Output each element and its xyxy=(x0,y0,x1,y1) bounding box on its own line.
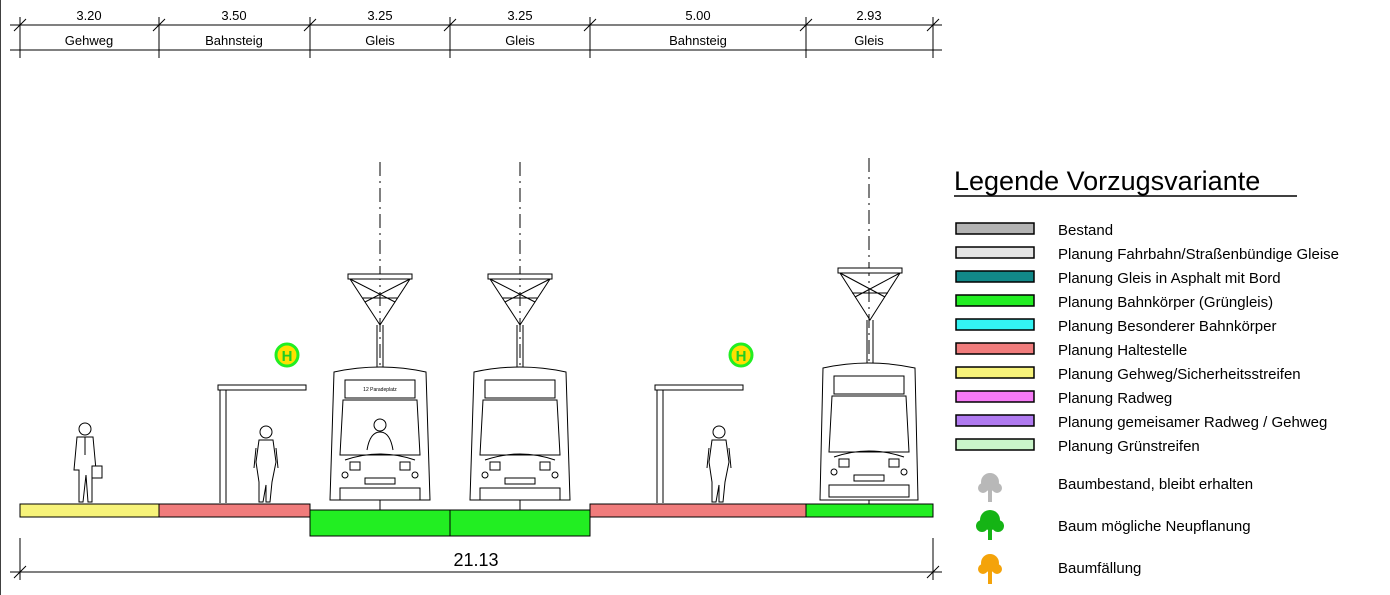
segment-width-1: 3.20 xyxy=(76,8,101,23)
top-dimension-line xyxy=(10,17,942,58)
stop-sign-left: H xyxy=(274,342,300,368)
legend-label-gehweg: Planung Gehweg/Sicherheitsstreifen xyxy=(1058,366,1301,383)
ground-surfaces xyxy=(19,503,934,537)
tram-track-3 xyxy=(819,362,919,501)
pantograph-track-3 xyxy=(837,267,903,365)
total-width: 21.13 xyxy=(453,550,498,570)
legend-item: Planung Bahnkörper (Grüngleis) xyxy=(955,294,1273,311)
top-dimension-labels: 3.20 Gehweg 3.50 Bahnsteig 3.25 Gleis 3.… xyxy=(65,8,885,48)
legend-swatch-gehweg xyxy=(955,366,1035,379)
surface-bahnsteig-left xyxy=(158,503,311,518)
legend-label-gleis-asphalt: Planung Gleis in Asphalt mit Bord xyxy=(1058,270,1281,287)
legend-swatch-rad-gehweg xyxy=(955,414,1035,427)
legend-swatch-haltestelle xyxy=(955,342,1035,355)
legend-swatch-bestand xyxy=(955,222,1035,235)
stop-sign-right-letter: H xyxy=(736,348,747,365)
segment-label-6: Gleis xyxy=(854,33,884,48)
pedestrian-man-with-briefcase xyxy=(73,422,103,503)
tree-gray-icon xyxy=(978,473,1002,502)
legend-label-rad-gehweg: Planung gemeisamer Radweg / Gehweg xyxy=(1058,414,1327,431)
pedestrian-woman-left xyxy=(253,425,279,503)
shelter-right xyxy=(654,384,744,503)
stop-sign-left-letter: H xyxy=(282,348,293,365)
segment-width-4: 3.25 xyxy=(507,8,532,23)
legend-item: Bestand xyxy=(955,222,1113,239)
legend-label-bestand: Bestand xyxy=(1058,222,1113,239)
legend-label-haltestelle: Planung Haltestelle xyxy=(1058,342,1187,359)
segment-label-5: Bahnsteig xyxy=(669,33,727,48)
legend-label-gruengleis: Planung Bahnkörper (Grüngleis) xyxy=(1058,294,1273,311)
legend-swatch-gleis-asphalt xyxy=(955,270,1035,283)
legend-item: Planung Besonderer Bahnkörper xyxy=(955,318,1276,335)
legend-swatch-besonderer-bahnkoerper xyxy=(955,318,1035,331)
surface-gehweg xyxy=(19,503,160,518)
segment-width-3: 3.25 xyxy=(367,8,392,23)
segment-label-4: Gleis xyxy=(505,33,535,48)
legend-label-radweg: Planung Radweg xyxy=(1058,390,1172,407)
segment-label-2: Bahnsteig xyxy=(205,33,263,48)
legend-swatch-radweg xyxy=(955,390,1035,403)
segment-label-1: Gehweg xyxy=(65,33,113,48)
tram-track-2 xyxy=(469,366,571,501)
legend-item: Planung Radweg xyxy=(955,390,1172,407)
tree-orange-icon xyxy=(978,554,1002,584)
legend-item: Planung Gleis in Asphalt mit Bord xyxy=(955,270,1281,287)
legend-swatch-fahrbahn xyxy=(955,246,1035,259)
tree-green-icon xyxy=(976,510,1004,540)
catenary-centre-lines xyxy=(379,158,870,510)
legend-label-fahrbahn: Planung Fahrbahn/Straßenbündige Gleise xyxy=(1058,246,1339,263)
legend-swatch-gruengleis xyxy=(955,294,1035,307)
surface-gleis-3 xyxy=(805,503,934,518)
legend-item: Planung gemeisamer Radweg / Gehweg xyxy=(955,414,1327,431)
legend-item: Planung Fahrbahn/Straßenbündige Gleise xyxy=(955,246,1339,263)
legend-label-baumbestand: Baumbestand, bleibt erhalten xyxy=(1058,476,1253,493)
segment-label-3: Gleis xyxy=(365,33,395,48)
tram-track-1: 12 Paradeplatz xyxy=(329,366,431,501)
legend: Legende Vorzugsvariante Bestand Planung … xyxy=(954,166,1339,584)
legend-label-gruenstreifen: Planung Grünstreifen xyxy=(1058,438,1200,455)
segment-width-2: 3.50 xyxy=(221,8,246,23)
legend-label-neupflanzung: Baum mögliche Neupflanung xyxy=(1058,518,1251,535)
stop-sign-right: H xyxy=(728,342,754,368)
legend-item: Planung Grünstreifen xyxy=(955,438,1200,455)
pantograph-track-1 xyxy=(347,273,413,368)
surface-bahnsteig-right xyxy=(589,503,807,518)
legend-swatch-gruenstreifen xyxy=(955,438,1035,451)
shelter-left xyxy=(217,384,307,503)
legend-item: Planung Haltestelle xyxy=(955,342,1187,359)
segment-width-6: 2.93 xyxy=(856,8,881,23)
legend-label-baumfaellung: Baumfällung xyxy=(1058,560,1141,577)
bottom-dimension-line xyxy=(10,538,942,580)
legend-item: Planung Gehweg/Sicherheitsstreifen xyxy=(955,366,1301,383)
pedestrian-woman-right xyxy=(706,425,732,503)
tram-destination-display: 12 Paradeplatz xyxy=(363,387,397,393)
surface-gleis-2 xyxy=(449,509,591,537)
segment-width-5: 5.00 xyxy=(685,8,710,23)
legend-label-besonderer-bahnkoerper: Planung Besonderer Bahnkörper xyxy=(1058,318,1276,335)
surface-gleis-1 xyxy=(309,509,451,537)
pantograph-track-2 xyxy=(487,273,553,368)
legend-title: Legende Vorzugsvariante xyxy=(954,166,1260,196)
